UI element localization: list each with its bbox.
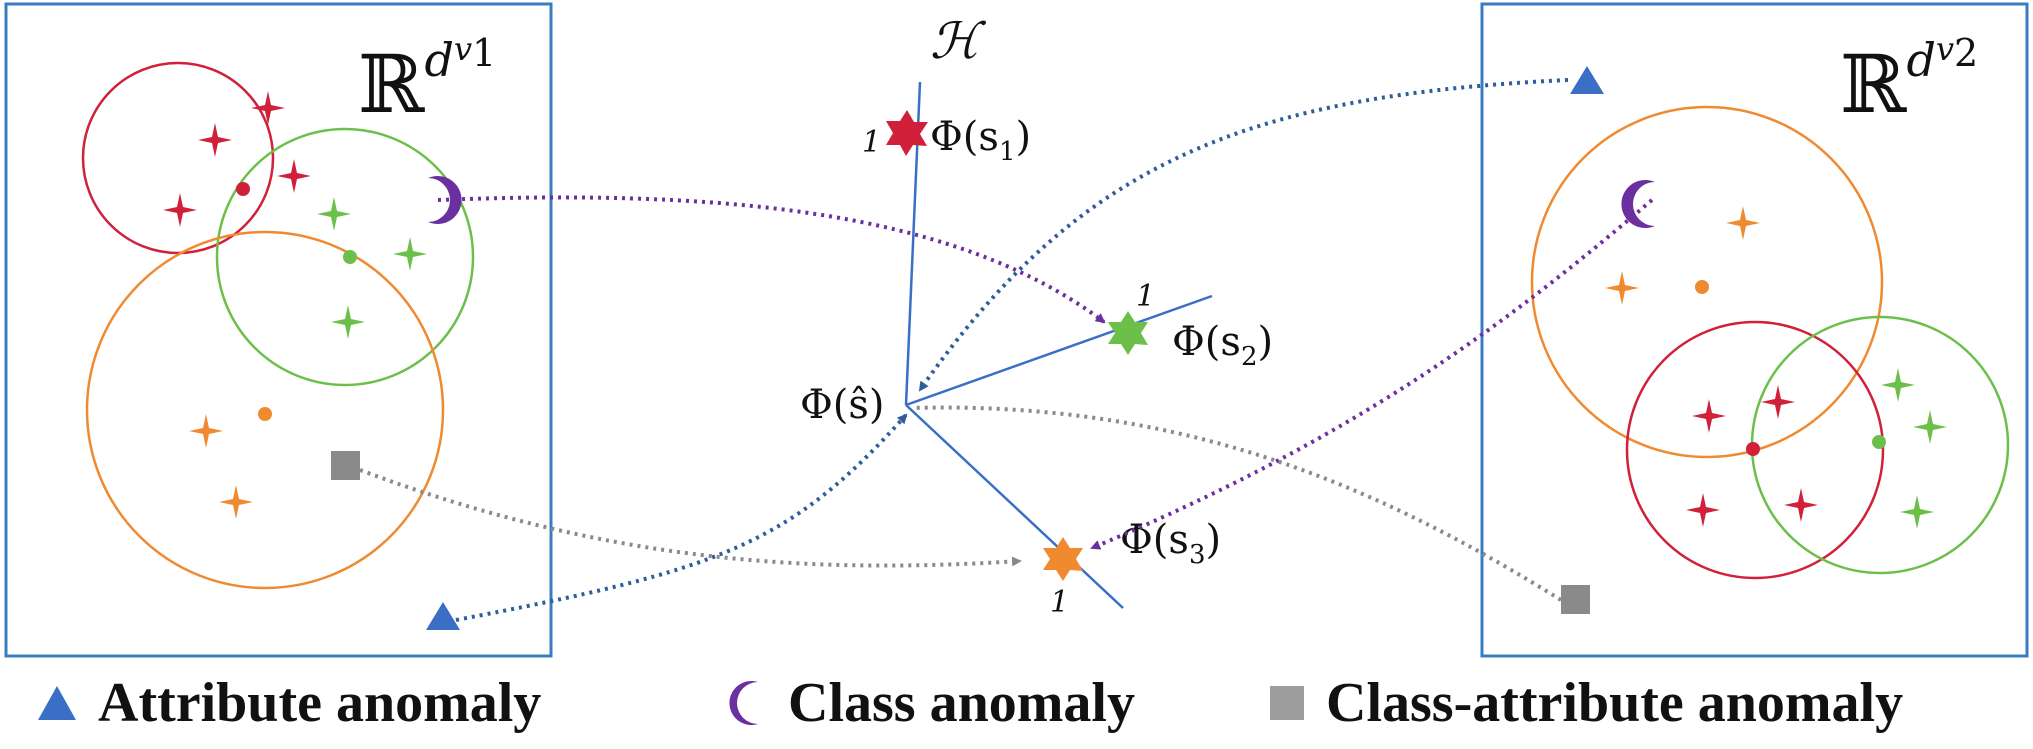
right-class-sample-star [1900,495,1934,529]
legend-attribute-anomaly-label: Attribute anomaly [98,672,542,734]
right-red-class-circle [1625,320,1885,580]
right-class-anomaly-crescent [1621,180,1655,228]
square-icon [1270,686,1304,720]
right-class-sample-star [1686,493,1720,527]
right-red-centroid [1746,442,1760,456]
right-class-sample-star [1605,271,1639,305]
left-red-centroid [236,182,250,196]
crescent-icon [729,681,758,725]
triangle-icon [38,686,76,720]
left-orange-class-circle [85,230,445,590]
right-class-sample-star [1881,368,1915,402]
left-space-label: ℝdv1 [358,30,496,131]
left-class-sample-star [163,193,197,227]
right-attribute-anomaly-mapping-arrow [918,78,1569,392]
axis-1-unit-label: 1 [862,125,881,160]
right-space-label: ℝdv2 [1840,30,1978,131]
left-square-anomaly-mapping-arrow [359,468,1022,568]
left-class-sample-star [189,414,223,448]
right-class-attribute-anomaly-square [1561,585,1590,614]
axis-1-anchor-star [886,110,928,156]
legend-class-attribute-anomaly: Class-attribute anomaly [1270,668,1903,738]
axis-2-anchor-star [1108,311,1148,355]
hilbert-axis-2 [905,294,1213,407]
right-space-box [1480,2,2029,658]
legend-class-anomaly: Class anomaly [726,668,1135,738]
right-class-sample-star [1913,410,1947,444]
axis-2-unit-label: 1 [1136,279,1155,314]
axis-1-label: Φ(s1) [930,114,1031,167]
left-attribute-anomaly-mapping-arrow [455,413,908,622]
right-orange-centroid [1695,280,1709,294]
center-label: Φ(ŝ) [800,382,885,428]
hilbert-axis-3 [905,404,1124,609]
right-class-sample-star [1726,206,1760,240]
left-class-sample-star [317,197,351,231]
right-class-sample-star [1692,399,1726,433]
right-square-anomaly-mapping-arrow [911,405,1563,602]
right-class-sample-star [1761,385,1795,419]
legend-class-attribute-anomaly-label: Class-attribute anomaly [1326,672,1904,734]
left-class-sample-star [198,123,232,157]
right-class-anomaly-mapping-arrow [1090,198,1654,550]
left-green-class-circle [215,127,475,387]
axis-3-anchor-star [1043,537,1083,581]
left-attribute-anomaly-triangle [426,602,460,630]
left-space-box [4,2,553,658]
left-class-sample-star [393,237,427,271]
right-class-sample-star [1784,488,1818,522]
right-green-centroid [1872,435,1886,449]
legend-class-anomaly-label: Class anomaly [788,672,1135,734]
right-attribute-anomaly-triangle [1570,66,1604,94]
left-class-anomaly-mapping-arrow [437,195,1106,324]
axis-2-label: Φ(s2) [1172,319,1273,372]
axis-3-unit-label: 1 [1050,585,1069,620]
left-green-centroid [343,250,357,264]
legend-attribute-anomaly: Attribute anomaly [38,668,541,738]
axis-3-label: Φ(s3) [1120,517,1221,570]
left-class-sample-star [251,91,285,125]
left-class-sample-star [219,485,253,519]
left-red-class-circle [81,61,275,255]
hilbert-label: ℋ [930,12,987,70]
left-class-sample-star [277,159,311,193]
left-orange-centroid [258,407,272,421]
left-class-attribute-anomaly-square [331,451,360,480]
left-class-anomaly-crescent [428,176,462,225]
left-class-sample-star [331,305,365,339]
right-orange-class-circle [1530,105,1884,459]
